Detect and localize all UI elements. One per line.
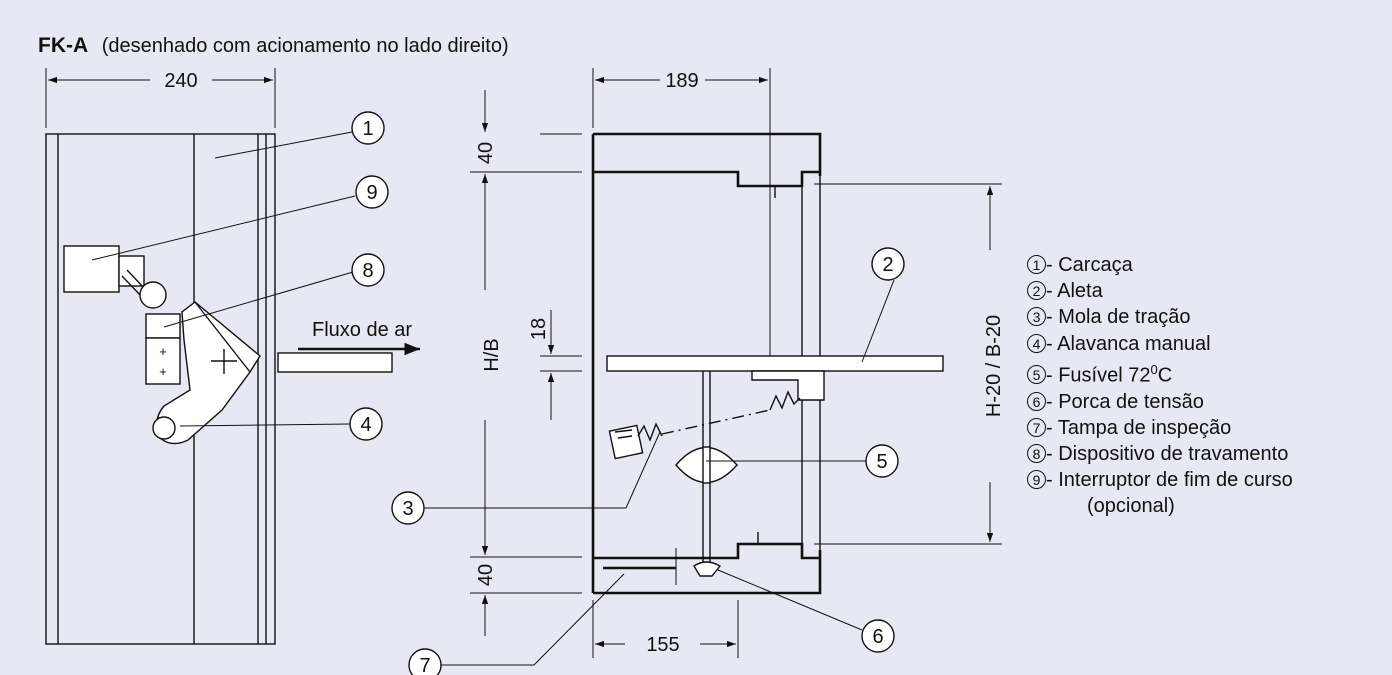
legend-item: 6- Porca de tensão <box>1027 389 1293 415</box>
dim-blade-thickness: 18 <box>528 318 550 340</box>
section-view: 189 <box>470 68 1005 658</box>
callout-3: 3 <box>391 491 425 525</box>
dim-top-frame: 40 <box>475 142 497 164</box>
legend-item: 8- Dispositivo de travamento <box>1027 441 1293 467</box>
dim-inner-height: H-20 / B-20 <box>983 315 1005 417</box>
side-view: 240 + + <box>45 68 393 645</box>
legend-item: 2- Aleta <box>1027 278 1293 304</box>
callout-7: 7 <box>408 648 442 675</box>
svg-text:2: 2 <box>882 254 893 276</box>
svg-text:5: 5 <box>876 451 887 473</box>
parts-legend: 1- Carcaça 2- Aleta 3- Mola de tração 4-… <box>1027 252 1293 520</box>
dim-height: H/B <box>481 338 503 371</box>
svg-text:6: 6 <box>872 626 883 648</box>
svg-text:+: + <box>159 344 167 359</box>
airflow-label: Fluxo de ar <box>312 319 412 341</box>
legend-item: 4- Alavanca manual <box>1027 331 1293 357</box>
svg-text:4: 4 <box>360 414 371 436</box>
callout-6: 6 <box>861 619 895 653</box>
callout-8: 8 <box>351 253 385 287</box>
dim-width-right-bottom: 155 <box>646 634 679 656</box>
legend-item: 9- Interruptor de fim de curso <box>1027 467 1293 493</box>
callout-9: 9 <box>355 175 389 209</box>
legend-item: 7- Tampa de inspeção <box>1027 415 1293 441</box>
svg-text:9: 9 <box>366 182 377 204</box>
dim-width-left: 240 <box>164 70 197 92</box>
title-code: FK-A <box>38 34 89 57</box>
diagram-title: FK-A (desenhado com acionamento no lado … <box>38 34 509 58</box>
svg-text:7: 7 <box>419 655 430 675</box>
title-note: (desenhado com acionamento no lado direi… <box>101 35 509 57</box>
legend-item: 3- Mola de tração <box>1027 304 1293 330</box>
callout-1: 1 <box>351 111 385 145</box>
svg-text:8: 8 <box>362 260 373 282</box>
callout-2: 2 <box>871 247 905 281</box>
callout-4: 4 <box>349 407 383 441</box>
legend-item: 5- Fusível 720C <box>1027 357 1293 389</box>
svg-text:1: 1 <box>362 118 373 140</box>
svg-text:3: 3 <box>402 498 413 520</box>
callout-5: 5 <box>865 444 899 478</box>
dim-width-right-top: 189 <box>665 70 698 92</box>
dim-bottom-frame: 40 <box>475 564 497 586</box>
svg-text:+: + <box>159 364 167 379</box>
legend-item-continuation: (opcional) <box>1087 495 1175 518</box>
legend-item: 1- Carcaça <box>1027 252 1293 278</box>
